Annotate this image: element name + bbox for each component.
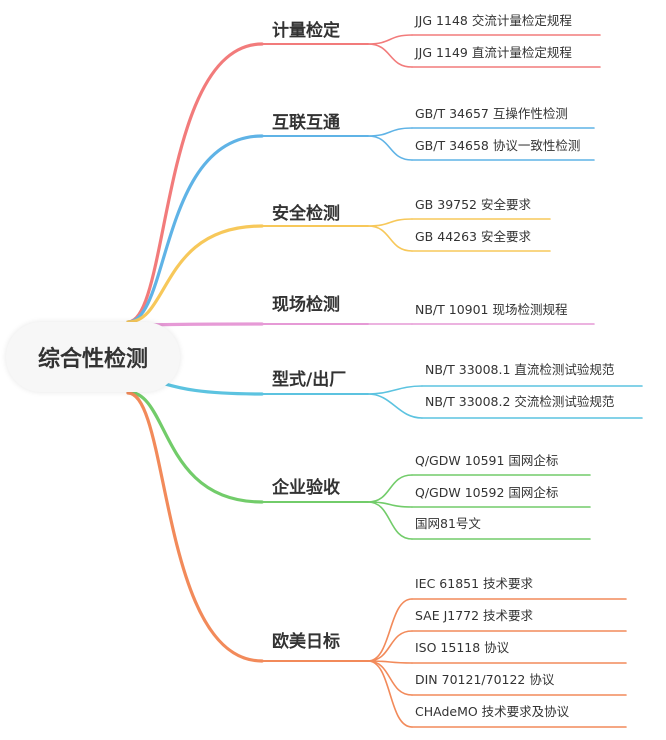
leaf-chademo: CHAdeMO 技术要求及协议 — [415, 704, 570, 719]
branch-enterprise-acceptance: 企业验收 — [272, 478, 340, 498]
leaf-din-70121: DIN 70121/70122 协议 — [415, 672, 555, 687]
leaf-connector — [367, 43, 413, 68]
leaf-connector — [367, 630, 413, 662]
leaf-nbt-33008-1: NB/T 33008.1 直流检测试验规范 — [425, 362, 615, 377]
connector-curve — [126, 390, 264, 504]
leaf-connector — [367, 385, 423, 395]
branch-field-test: 现场检测 — [272, 295, 340, 315]
leaf-iec-61851: IEC 61851 技术要求 — [415, 576, 534, 591]
leaf-connector — [367, 225, 413, 252]
connector-curve — [126, 134, 264, 324]
leaf-connector — [367, 501, 413, 540]
leaf-nbt-10901: NB/T 10901 现场检测规程 — [415, 302, 568, 317]
leaf-qgdw-10592: Q/GDW 10592 国网企标 — [415, 485, 559, 500]
leaf-jjg-1148: JJG 1148 交流计量检定规程 — [415, 13, 572, 28]
leaf-connector — [367, 598, 413, 662]
leaf-gb-44263: GB 44263 安全要求 — [415, 229, 531, 244]
leaf-sgcc-doc-81: 国网81号文 — [415, 516, 481, 531]
leaf-connector — [367, 474, 413, 503]
connector-curve — [126, 391, 264, 663]
leaf-connector — [367, 34, 413, 45]
leaf-connector — [367, 135, 413, 161]
leaf-sae-j1772: SAE J1772 技术要求 — [415, 608, 534, 623]
connector-curve — [126, 224, 264, 324]
leaf-gbt-34657: GB/T 34657 互操作性检测 — [415, 106, 568, 121]
leaf-connector — [367, 218, 413, 227]
root-node: 综合性检测 — [6, 322, 180, 392]
leaf-connector — [367, 660, 413, 696]
branch-safety: 安全检测 — [272, 204, 340, 224]
leaf-connector — [367, 393, 423, 419]
leaf-nbt-33008-2: NB/T 33008.2 交流检测试验规范 — [425, 394, 615, 409]
branch-interoperability: 互联互通 — [272, 113, 340, 133]
leaf-connector — [367, 660, 413, 728]
root-label: 综合性检测 — [37, 347, 148, 372]
leaf-connector — [367, 127, 413, 137]
branch-intl-standards: 欧美日标 — [272, 632, 340, 652]
leaf-qgdw-10591: Q/GDW 10591 国网企标 — [415, 453, 559, 468]
branch-type-factory: 型式/出厂 — [272, 370, 347, 390]
leaf-iso-15118: ISO 15118 协议 — [415, 640, 510, 655]
connector-curve — [126, 42, 264, 324]
branch-metrology: 计量检定 — [272, 21, 340, 41]
leaf-gbt-34658: GB/T 34658 协议一致性检测 — [415, 138, 581, 153]
leaf-jjg-1149: JJG 1149 直流计量检定规程 — [415, 45, 572, 60]
leaf-gb-39752: GB 39752 安全要求 — [415, 197, 531, 212]
